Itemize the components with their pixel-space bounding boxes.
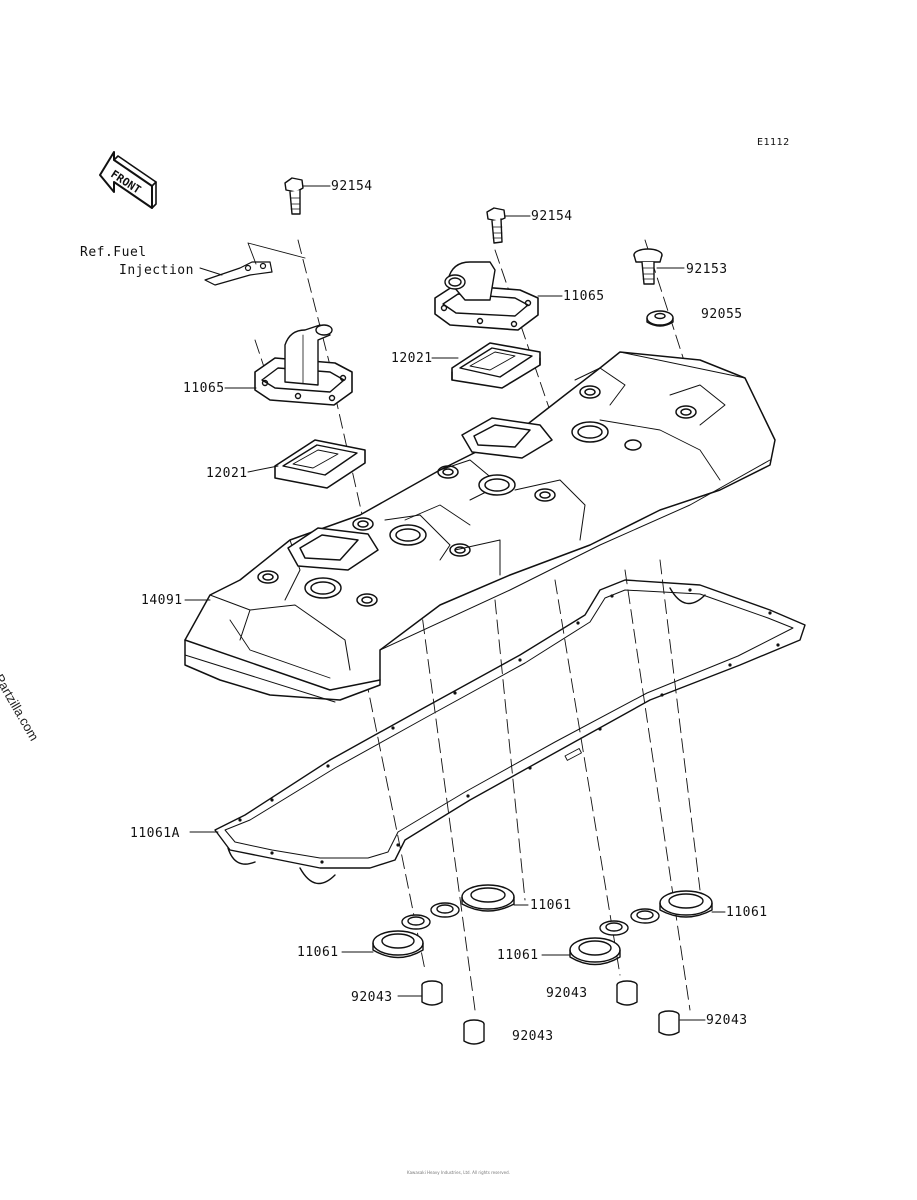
dowel-pin-4 xyxy=(658,1010,680,1036)
callout-11061-l2: 11061 xyxy=(530,898,572,913)
plug-gasket-right-small-1 xyxy=(599,920,629,936)
callout-11061-r1: 11061 xyxy=(497,948,539,963)
copyright-notice: Kawasaki Heavy Industries, Ltd. All righ… xyxy=(407,1170,510,1175)
callout-11061-r2: 11061 xyxy=(726,905,768,920)
callout-92154-left: 92154 xyxy=(331,179,373,194)
breather-cover-right xyxy=(434,261,539,331)
plug-gasket-right-large xyxy=(569,937,621,966)
bolt-92153 xyxy=(633,248,663,285)
callout-12021-right: 12021 xyxy=(391,351,433,366)
fuel-injection-bracket xyxy=(199,261,273,286)
callout-92043-1: 92043 xyxy=(351,990,393,1005)
callout-12021-left: 12021 xyxy=(206,466,248,481)
callout-92043-4: 92043 xyxy=(706,1013,748,1028)
ref-leader-lines xyxy=(247,242,306,265)
ref-note-line-2: Injection xyxy=(119,263,194,278)
callout-11065-right: 11065 xyxy=(563,289,605,304)
plug-gasket-right-small-2 xyxy=(630,908,660,924)
washer-92055 xyxy=(646,310,674,327)
callout-92153: 92153 xyxy=(686,262,728,277)
dowel-pin-1 xyxy=(421,980,443,1006)
callout-11061-l1: 11061 xyxy=(297,945,339,960)
callout-92043-3: 92043 xyxy=(546,986,588,1001)
bolt-92154-right xyxy=(486,207,506,244)
plug-gasket-left-small-1 xyxy=(401,914,431,930)
callout-92055: 92055 xyxy=(701,307,743,322)
callout-92043-2: 92043 xyxy=(512,1029,554,1044)
plug-gasket-left-large-2 xyxy=(461,884,515,912)
callout-14091: 14091 xyxy=(141,593,183,608)
callout-11061A: 11061A xyxy=(130,826,180,841)
callout-11065-left: 11065 xyxy=(183,381,225,396)
plug-gasket-left-large xyxy=(372,930,424,959)
bolt-92154-left xyxy=(284,177,304,215)
plug-gasket-right-large-2 xyxy=(659,890,713,918)
ref-note-line-1: Ref.Fuel xyxy=(80,245,147,260)
plate-right xyxy=(451,342,541,389)
dowel-pin-2 xyxy=(463,1019,485,1045)
plug-gasket-left-small-2 xyxy=(430,902,460,918)
diagram-code: E1112 xyxy=(757,137,790,148)
callout-92154-right: 92154 xyxy=(531,209,573,224)
dowel-pin-3 xyxy=(616,980,638,1006)
breather-cover-left xyxy=(254,324,353,406)
front-arrow-icon: FRONT xyxy=(99,151,157,209)
gasket-main xyxy=(214,579,806,885)
cylinder-head-cover xyxy=(184,351,776,703)
callout-leaders xyxy=(184,185,726,1021)
plate-left xyxy=(274,439,366,489)
